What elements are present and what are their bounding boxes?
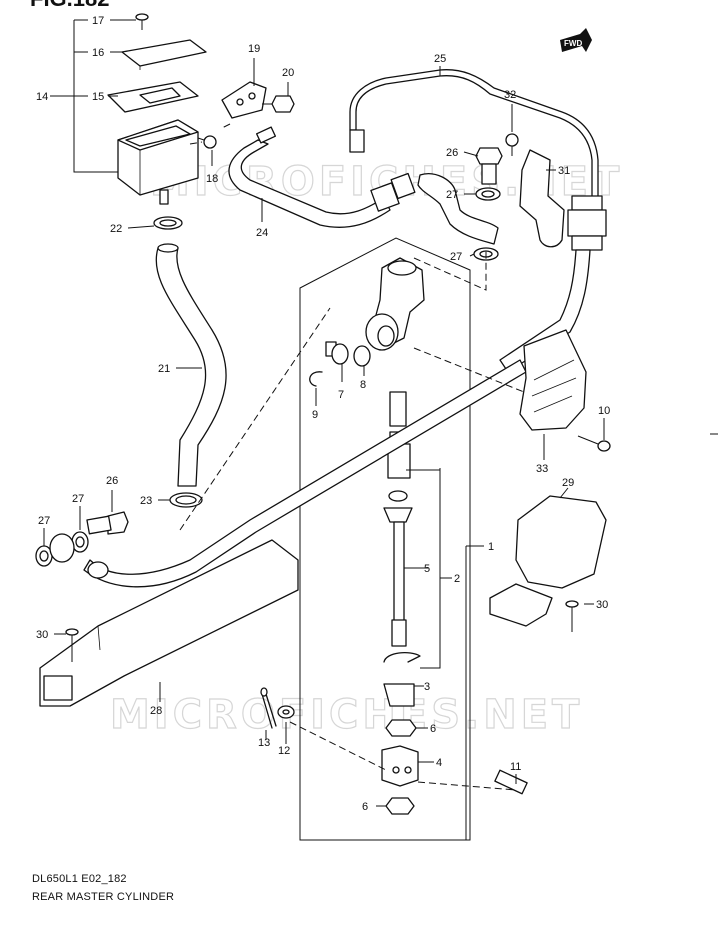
brake-pedal-33 (519, 329, 587, 431)
callout-26b: 26 (106, 475, 118, 487)
screw-30a (65, 628, 79, 662)
callout-14: 14 (36, 91, 48, 103)
callout-29: 29 (562, 477, 574, 489)
callout-17: 17 (92, 15, 104, 27)
banjo-bolt-26b (86, 511, 129, 535)
cotter-pin-13 (260, 687, 277, 729)
bolt-20 (262, 95, 295, 113)
diagram-caption: REAR MASTER CYLINDER (32, 891, 174, 903)
protector-28 (39, 539, 299, 707)
screw-17 (135, 13, 149, 30)
callout-33: 33 (536, 463, 548, 475)
callout-4: 4 (436, 757, 442, 769)
callout-5: 5 (424, 563, 430, 575)
fwd-arrow-icon: FWD (560, 28, 592, 52)
callout-27a: 27 (446, 189, 458, 201)
figure-title: FIG.182 (30, 0, 109, 11)
washer-12 (277, 705, 295, 719)
callout-32: 32 (504, 89, 516, 101)
fwd-badge: FWD (564, 39, 582, 48)
brake-line-lower (83, 359, 527, 588)
diaphragm-15 (107, 81, 199, 113)
callout-8: 8 (360, 379, 366, 391)
o-ring-8 (353, 345, 371, 367)
banjo-bolt-26a (475, 147, 503, 185)
bolt-32 (505, 133, 519, 156)
brake-pipe-25 (349, 69, 599, 201)
callout-3: 3 (424, 681, 430, 693)
callouts: 17 16 14 15 19 20 25 32 26 31 27 18 22 2… (36, 15, 610, 813)
dashed-guides (179, 123, 525, 791)
washer-27c (35, 545, 53, 567)
callout-24: 24 (256, 227, 268, 239)
reservoir-body-14 (117, 119, 199, 205)
master-cylinder-body (365, 257, 425, 351)
circlip-3 (383, 651, 421, 663)
callout-27c: 27 (72, 493, 84, 505)
callout-7: 7 (338, 389, 344, 401)
boot (383, 683, 415, 707)
pin-11 (494, 769, 528, 795)
callout-26a: 26 (446, 147, 458, 159)
callout-30b: 30 (596, 599, 608, 611)
callout-12: 12 (278, 745, 290, 757)
master-cylinder-group-outline (299, 237, 471, 841)
connector-7 (325, 341, 349, 365)
callout-11: 11 (510, 761, 521, 773)
washer-27d (71, 531, 89, 553)
callout-23: 23 (140, 495, 152, 507)
callout-31: 31 (558, 165, 570, 177)
callout-18: 18 (206, 173, 218, 185)
callout-21: 21 (158, 363, 170, 375)
callout-15: 15 (92, 91, 104, 103)
spring (389, 391, 407, 427)
callout-16: 16 (92, 47, 104, 59)
callout-9: 9 (312, 409, 318, 421)
callout-1: 1 (488, 541, 494, 553)
bolt-18 (197, 135, 217, 149)
callout-22: 22 (110, 223, 122, 235)
banjo-fitting-lower (49, 533, 75, 563)
bracket-31 (519, 149, 565, 248)
washer-27a (475, 187, 501, 201)
banjo-fitting-assy (417, 173, 499, 245)
callout-6a: 6 (430, 723, 436, 735)
watermark-bottom: MICROFICHES.NET (110, 692, 583, 738)
nut-6a (385, 719, 417, 737)
leader-lines (43, 19, 605, 840)
callout-20: 20 (282, 67, 294, 79)
circlip-9 (309, 371, 323, 387)
reservoir-cap-16 (121, 39, 207, 70)
callout-28: 28 (150, 705, 162, 717)
clevis-4 (381, 745, 419, 787)
hose-clamp-23 (169, 492, 203, 508)
hose-guide-19 (221, 81, 267, 119)
screw-30b (565, 600, 579, 632)
callout-10: 10 (598, 405, 610, 417)
hose-clamp-22 (153, 216, 183, 230)
heel-guard-29 (489, 495, 607, 627)
callout-6b: 6 (362, 801, 368, 813)
callout-2: 2 (454, 573, 460, 585)
model-code: DL650L1 E02_182 (32, 873, 127, 885)
bolt-10 (577, 435, 611, 452)
callout-25: 25 (434, 53, 446, 65)
nut-6b (385, 797, 415, 815)
callout-19: 19 (248, 43, 260, 55)
callout-30a: 30 (36, 629, 48, 641)
callout-27b: 27 (450, 251, 462, 263)
brake-hose-24 (228, 126, 416, 228)
callout-27d: 27 (38, 515, 50, 527)
reservoir-hose-21 (155, 243, 227, 487)
callout-13: 13 (258, 737, 270, 749)
push-rod-5 (383, 490, 413, 647)
